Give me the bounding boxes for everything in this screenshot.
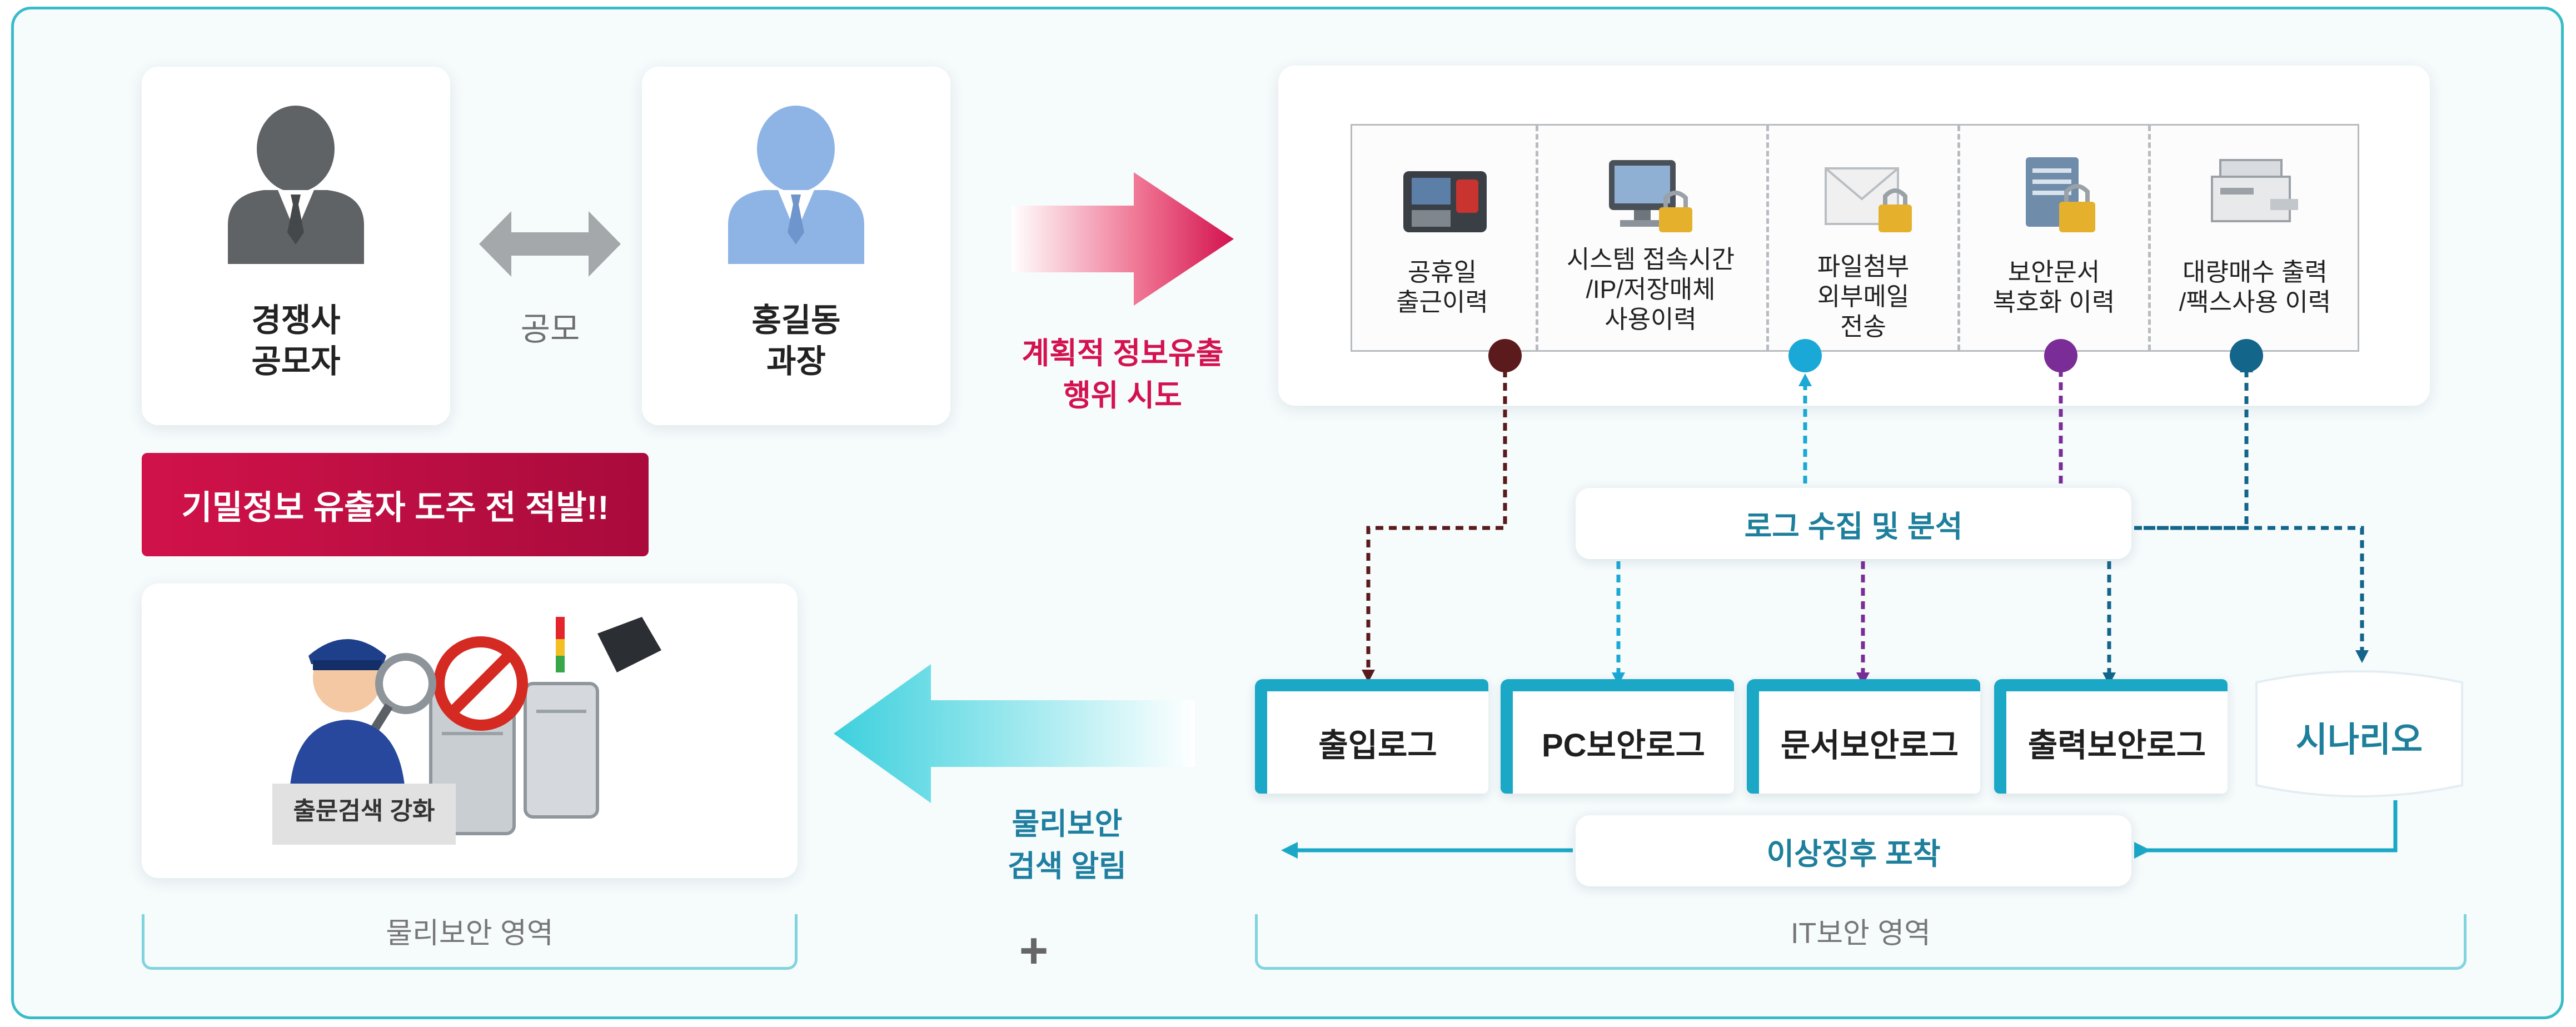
physical-section-bracket	[142, 914, 798, 970]
leak-attempt-label: 계획적 정보유출 행위 시도	[989, 332, 1256, 417]
source-label-mail: 파일첨부 외부메일 전송	[1770, 252, 1956, 342]
leak-attempt-line2: 행위 시도	[1063, 379, 1182, 412]
log-sources-card: 공휴일 출근이력 시스템 접속시간 /IP/저장매체 사용이력 파일첨부 외부메…	[1278, 66, 2430, 406]
scenario-cylinder	[2255, 670, 2463, 797]
physical-notice-label: 물리보안 검색 알림	[928, 803, 1206, 888]
it-section-label: IT보안 영역	[1790, 918, 1931, 950]
source-label-document: 보안문서 복호화 이력	[1961, 257, 2147, 317]
source-label-line: 공휴일	[1407, 258, 1477, 286]
document-security-log-box: 문서보안로그	[1747, 679, 1980, 794]
pc-security-log-box: PC보안로그	[1501, 679, 1734, 794]
physical-section-label: 물리보안 영역	[386, 918, 554, 950]
physical-image-caption: 출문검색 강화	[293, 797, 435, 825]
physical-notice-line2: 검색 알림	[1008, 850, 1127, 883]
competitor-card: 경쟁사 공모자	[142, 67, 450, 425]
access-log-box: 출입로그	[1255, 679, 1488, 794]
column-divider	[2148, 126, 2151, 350]
alert-banner: 기밀정보 유출자 도주 전 적발!!	[142, 453, 649, 556]
physical-notice-line1: 물리보안	[1012, 807, 1123, 841]
plus-sign: +	[1019, 923, 1049, 979]
print-security-log-box: 출력보안로그	[1994, 679, 2228, 794]
source-label-line: 전송	[1840, 312, 1886, 341]
log-label: PC보안로그	[1541, 727, 1705, 764]
anomaly-detection-box: 이상징후 포착	[1576, 815, 2131, 886]
employee-person-icon	[728, 106, 864, 264]
competitor-label-line1: 경쟁사	[251, 302, 341, 338]
log-label: 출력보안로그	[2027, 727, 2206, 764]
log-label: 출입로그	[1318, 727, 1437, 764]
locked-mail-icon	[1825, 167, 1912, 232]
source-label-system-access: 시스템 접속시간 /IP/저장매체 사용이력	[1539, 245, 1762, 335]
source-label-line: /IP/저장매체	[1586, 275, 1716, 303]
scenario-label: 시나리오	[2295, 721, 2423, 759]
it-section-bracket	[1255, 914, 2467, 970]
competitor-person-icon	[228, 106, 364, 264]
locked-computer-icon	[1609, 160, 1692, 232]
source-label-line: 파일첨부	[1817, 252, 1910, 281]
source-label-line: 보안문서	[2007, 258, 2100, 286]
leak-attempt-line1: 계획적 정보유출	[1022, 337, 1224, 370]
conspiracy-label: 공모	[520, 311, 580, 347]
column-divider	[1957, 126, 1960, 350]
physical-notice-arrow	[834, 664, 1195, 803]
log-collect-analysis-box: 로그 수집 및 분석	[1576, 488, 2131, 559]
log-label: 문서보안로그	[1780, 727, 1959, 764]
physical-security-card: 출문검색 강화	[142, 584, 798, 878]
source-label-line: 복호화 이력	[1992, 288, 2115, 316]
source-label-line: 시스템 접속시간	[1566, 245, 1735, 273]
alert-banner-text: 기밀정보 유출자 도주 전 적발!!	[181, 488, 609, 526]
source-label-line: 대량매수 출력	[2183, 258, 2328, 286]
source-label-attendance: 공휴일 출근이력	[1362, 257, 1523, 317]
column-divider	[1766, 126, 1769, 350]
copier-icon	[2211, 159, 2298, 222]
competitor-label-line2: 공모자	[251, 343, 341, 380]
log-collect-analysis-label: 로그 수집 및 분석	[1744, 510, 1963, 544]
column-divider	[1536, 126, 1538, 350]
log-sources-table	[1351, 124, 2359, 352]
double-arrow-icon	[479, 211, 621, 277]
employee-label-line2: 과장	[766, 343, 826, 380]
employee-label-line1: 홍길동	[751, 302, 841, 338]
locked-document-icon	[2026, 157, 2095, 232]
anomaly-detection-label: 이상징후 포착	[1766, 837, 1941, 871]
employee-card: 홍길동 과장	[642, 67, 950, 425]
source-label-line: 외부메일	[1817, 282, 1910, 311]
source-label-line: /팩스사용 이력	[2179, 288, 2331, 316]
attendance-terminal-icon	[1403, 171, 1487, 232]
source-label-line: 사용이력	[1605, 305, 1697, 333]
source-label-line: 출근이력	[1396, 288, 1488, 316]
security-guard-gate-illustration	[272, 617, 661, 845]
source-label-print: 대량매수 출력 /팩스사용 이력	[2151, 257, 2359, 317]
leak-attempt-arrow	[1012, 172, 1234, 306]
